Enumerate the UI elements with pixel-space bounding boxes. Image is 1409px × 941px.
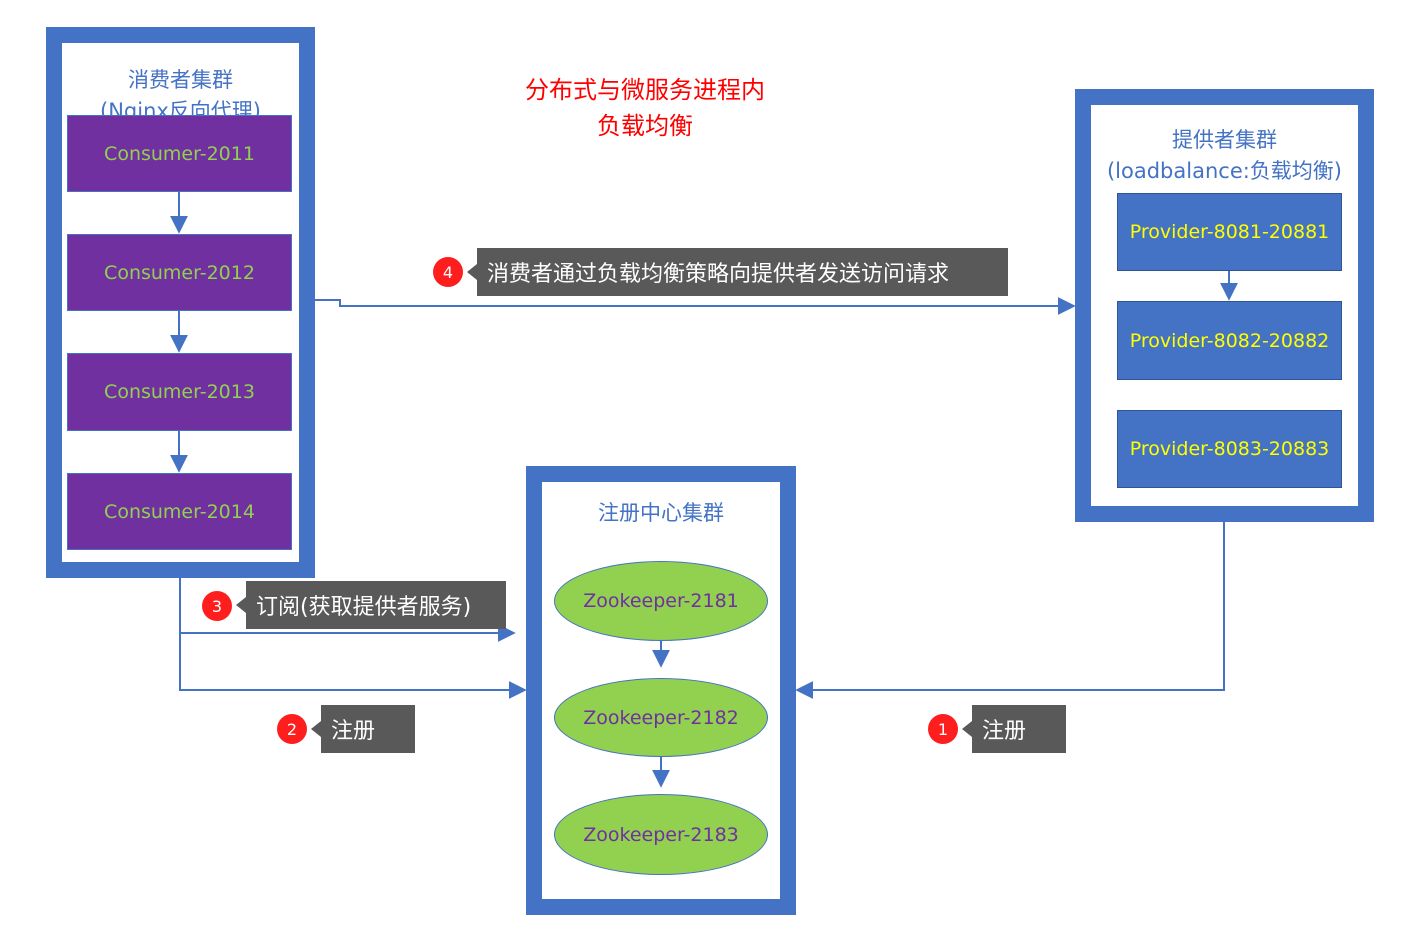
consumer-cluster-title-line1: 消费者集群 [128,68,233,92]
consumer-node[interactable]: Consumer-2012 [67,234,292,311]
zookeeper-node[interactable]: Zookeeper-2183 [554,794,768,875]
page-title-line2: 负载均衡 [597,112,693,140]
consumer-node[interactable]: Consumer-2014 [67,473,292,550]
zookeeper-node[interactable]: Zookeeper-2181 [554,561,768,641]
provider-register-arrow [795,522,1225,699]
provider-cluster-title-line1: 提供者集群 [1172,128,1277,152]
step-badge-4: 4 [433,257,463,287]
consumer-register-arrow [179,578,527,699]
provider-cluster-title-line2: (loadbalance:负载均衡) [1106,159,1343,183]
page-title: 分布式与微服务进程内 负载均衡 [485,72,805,144]
zookeeper-node[interactable]: Zookeeper-2182 [554,678,768,757]
step-callout-4: 消费者通过负载均衡策略向提供者发送访问请求 [467,248,1008,296]
provider-node[interactable]: Provider-8081-20881 [1117,193,1342,271]
page-title-line1: 分布式与微服务进程内 [525,76,765,104]
step-callout-1: 注册 [962,705,1066,753]
consumer-node[interactable]: Consumer-2011 [67,115,292,192]
provider-cluster-title: 提供者集群 (loadbalance:负载均衡) [1091,125,1358,187]
step-badge-1: 1 [928,714,958,744]
step-callout-2: 注册 [311,705,415,753]
provider-node[interactable]: Provider-8083-20883 [1117,410,1342,488]
registry-cluster-title: 注册中心集群 [598,501,724,525]
consumer-node[interactable]: Consumer-2013 [67,353,292,431]
request-arrow [314,297,1076,315]
step-badge-2: 2 [277,714,307,744]
step-callout-3: 订阅(获取提供者服务) [236,581,506,629]
provider-node[interactable]: Provider-8082-20882 [1117,301,1342,380]
step-badge-3: 3 [202,591,232,621]
